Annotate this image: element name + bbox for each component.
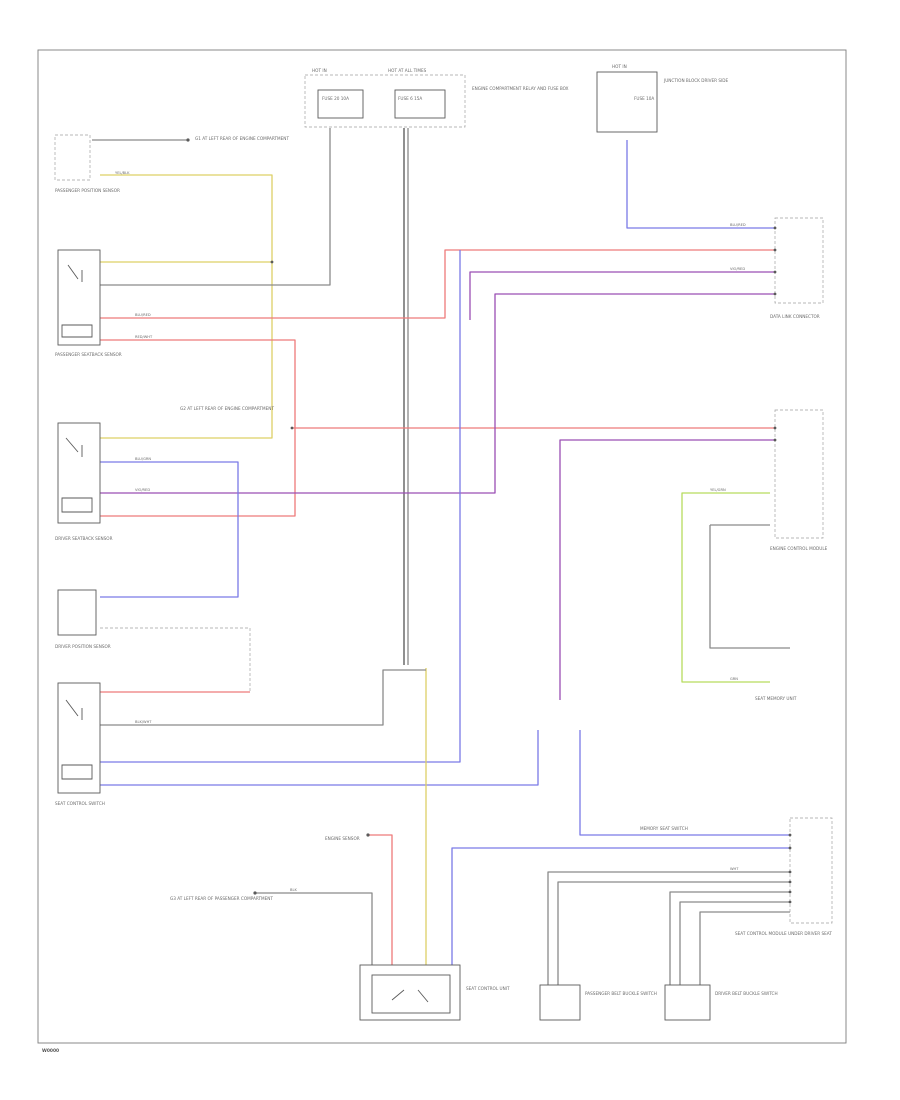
fuse-box-main-inner	[317, 89, 364, 119]
memory-seat-label: MEMORY SEAT SWITCH	[640, 826, 688, 831]
wire-blue-4	[100, 730, 539, 786]
passenger-position-sensor: PASSENGER POSITION SENSOR	[54, 134, 120, 193]
wire-gray-7	[557, 881, 790, 985]
wl-blk-wht: BLK/WHT	[135, 720, 152, 724]
wire-blue-3	[100, 250, 461, 763]
wire-violet-1	[469, 271, 775, 320]
fuse-box-right	[596, 71, 658, 133]
wl-blu-red: BLU/RED	[135, 313, 151, 317]
wl-blu-red-2: BLU/RED	[730, 223, 746, 227]
diagram-frame	[37, 49, 847, 1044]
wl-blk: BLK	[290, 888, 297, 892]
wire-blue-2	[100, 461, 239, 598]
wl-grn: GRN	[730, 677, 738, 681]
driver-seatback-sensor: DRIVER SEATBACK SENSOR	[55, 422, 113, 541]
connector-pins	[186, 138, 792, 904]
wire-blue-6	[451, 847, 790, 965]
fuse-right-hot: HOT IN	[612, 64, 627, 69]
fuse-main-fuse-right: FUSE 6 15A	[398, 96, 422, 101]
fuse-main-hot-left: HOT IN	[312, 68, 327, 73]
wire-red-1	[100, 249, 775, 319]
wl-yel-grn: YEL/GRN	[710, 488, 726, 492]
wire-gray-9	[679, 901, 790, 985]
wl-yel-blk: YEL/BLK	[115, 171, 130, 175]
wire-violet-2	[100, 293, 775, 494]
engine-control-module: DATA LINK CONNECTOR ENGINE CONTROL MODUL…	[770, 217, 828, 551]
driver-position-label: DRIVER POSITION SENSOR	[55, 644, 111, 649]
wl-wht: WHT	[730, 867, 739, 871]
wl-red-wht: RED/WHT	[135, 335, 153, 339]
ground-ref-2: G2 AT LEFT REAR OF ENGINE COMPARTMENT	[180, 406, 274, 411]
rear-module-label: SEAT CONTROL MODULE UNDER DRIVER SEAT	[735, 931, 832, 936]
wire-yellow-1	[100, 174, 273, 439]
wire-red-2	[100, 339, 296, 517]
wire-violet-3	[559, 439, 775, 700]
seat-control-unit-label: SEAT CONTROL UNIT	[466, 986, 510, 991]
fuse-main-fuse-left: FUSE 20 10A	[322, 96, 349, 101]
engine-cm-label: ENGINE CONTROL MODULE	[770, 546, 828, 551]
wl-vio-red-2: VIO/RED	[730, 267, 745, 271]
passenger-seatback-sensor: PASSENGER SEATBACK SENSOR	[55, 249, 122, 357]
engine-sensor-label: ENGINE SENSOR	[325, 836, 360, 841]
driver-seatback-label: DRIVER SEATBACK SENSOR	[55, 536, 113, 541]
wire-gray-6	[547, 871, 790, 985]
passenger-belt-switch: PASSENGER BELT BUCKLE SWITCH	[539, 984, 657, 1021]
passenger-position-label: PASSENGER POSITION SENSOR	[55, 188, 120, 193]
fuse-right-label: JUNCTION BLOCK DRIVER SIDE	[663, 78, 728, 83]
fuse-main-label: ENGINE COMPARTMENT RELAY AND FUSE BOX	[472, 86, 569, 91]
dlc-label: DATA LINK CONNECTOR	[770, 314, 820, 319]
fuse-right-fuse: FUSE 10A	[634, 96, 654, 101]
corner-code: W0000	[42, 1048, 59, 1054]
wl-vio-red: VIO/RED	[135, 488, 150, 492]
wire-blue-5	[579, 730, 790, 836]
passenger-belt-label: PASSENGER BELT BUCKLE SWITCH	[585, 991, 657, 996]
memory-unit-label: SEAT MEMORY UNIT	[755, 696, 797, 701]
seat-control-module: SEAT CONTROL MODULE UNDER DRIVER SEAT	[735, 817, 833, 936]
driver-belt-label: DRIVER BELT BUCKLE SWITCH	[715, 991, 778, 996]
passenger-seatback-label: PASSENGER SEATBACK SENSOR	[55, 352, 122, 357]
fuse-main-hot-right: HOT AT ALL TIMES	[388, 68, 427, 73]
wire-gray-1	[100, 128, 331, 286]
wire-gray-2	[100, 669, 426, 726]
wire-gray-5	[709, 525, 790, 649]
wire-dashed-1	[100, 627, 251, 692]
wire-lime-1	[681, 492, 770, 683]
seat-control-switch: SEAT CONTROL SWITCH	[55, 682, 105, 806]
wl-blu-grn: BLU/GRN	[135, 457, 151, 461]
wires	[92, 128, 790, 985]
fuse-box-main	[304, 74, 466, 128]
wire-gray-3	[255, 892, 373, 965]
ground-ref-3: G3 AT LEFT REAR OF PASSENGER COMPARTMENT	[170, 896, 273, 901]
seat-control-unit: SEAT CONTROL UNIT	[359, 964, 510, 1021]
fuse-box-main-inner-2	[394, 89, 446, 119]
wire-gray-8	[669, 891, 790, 985]
driver-position-sensor: DRIVER POSITION SENSOR	[55, 589, 111, 649]
seat-control-switch-label: SEAT CONTROL SWITCH	[55, 801, 105, 806]
wire-gray-10	[699, 911, 790, 985]
driver-belt-switch: DRIVER BELT BUCKLE SWITCH	[664, 984, 778, 1021]
wire-blue-1	[626, 140, 775, 229]
wire-red-5	[368, 834, 393, 965]
ground-ref-1: G1 AT LEFT REAR OF ENGINE COMPARTMENT	[195, 136, 289, 141]
